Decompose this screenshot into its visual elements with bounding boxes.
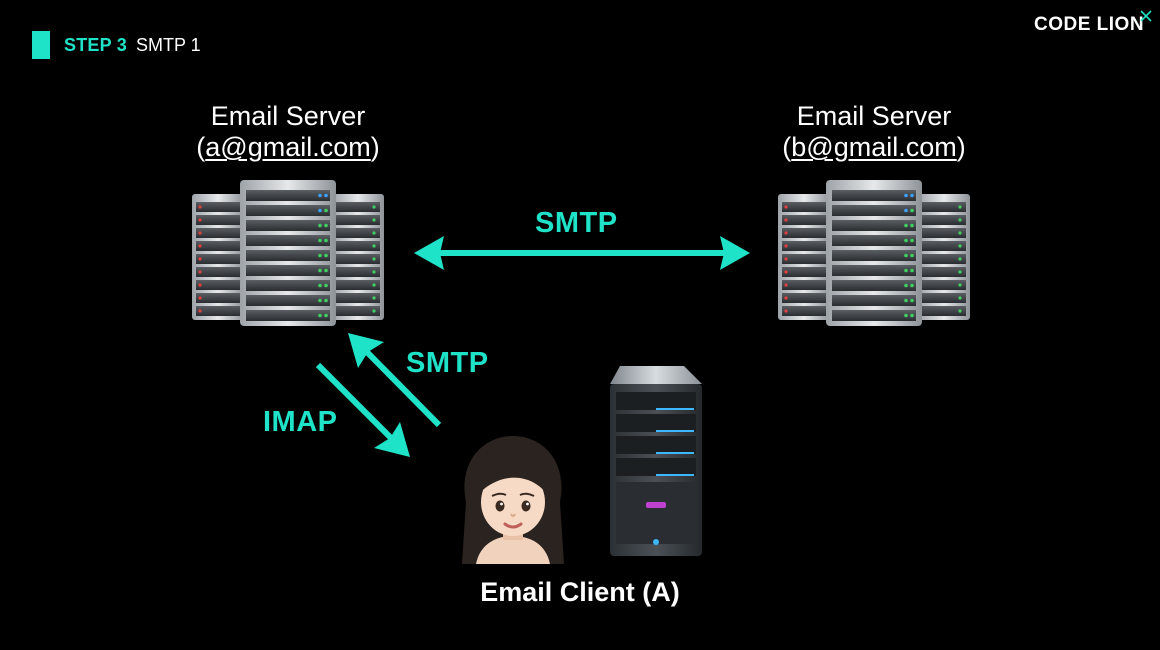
smtp-client-to-server-arrow [348,333,442,428]
server-b-paren-open: ( [782,132,792,162]
server-b-title: Email Server [796,101,952,131]
woman-avatar-icon [462,436,564,564]
imap-label: IMAP [263,406,338,438]
server-a-title: Email Server [210,101,366,131]
server-a-address-line: (a@gmail.com) [138,132,438,163]
server-a-paren-open: ( [196,132,206,162]
step-indicator-bar [32,31,50,59]
smtp-label-client: SMTP [406,347,489,379]
server-b-paren-close: ) [956,132,966,162]
server-a-paren-close: ) [370,132,380,162]
imap-server-to-client-arrow [315,362,410,457]
smtp-label-top: SMTP [535,207,618,239]
brand-logo: CODE LION [1034,14,1145,35]
server-a-address: a@gmail.com [205,132,371,162]
server-b-caption: Email Server (b@gmail.com) [724,101,1024,163]
server-b-address-line: (b@gmail.com) [724,132,1024,163]
server-tower-icon [610,366,702,556]
server-a-caption: Email Server (a@gmail.com) [138,101,438,163]
server-rack-b-icon [778,180,970,326]
smtp-server-to-server-arrow [414,236,750,270]
logo-spark-icon [1140,10,1152,22]
server-rack-a-icon [192,180,384,326]
server-b-address: b@gmail.com [791,132,957,162]
step-label: STEP 3 [64,35,127,55]
step-title: SMTP 1 [136,35,201,55]
email-client-caption: Email Client (A) [480,577,680,607]
